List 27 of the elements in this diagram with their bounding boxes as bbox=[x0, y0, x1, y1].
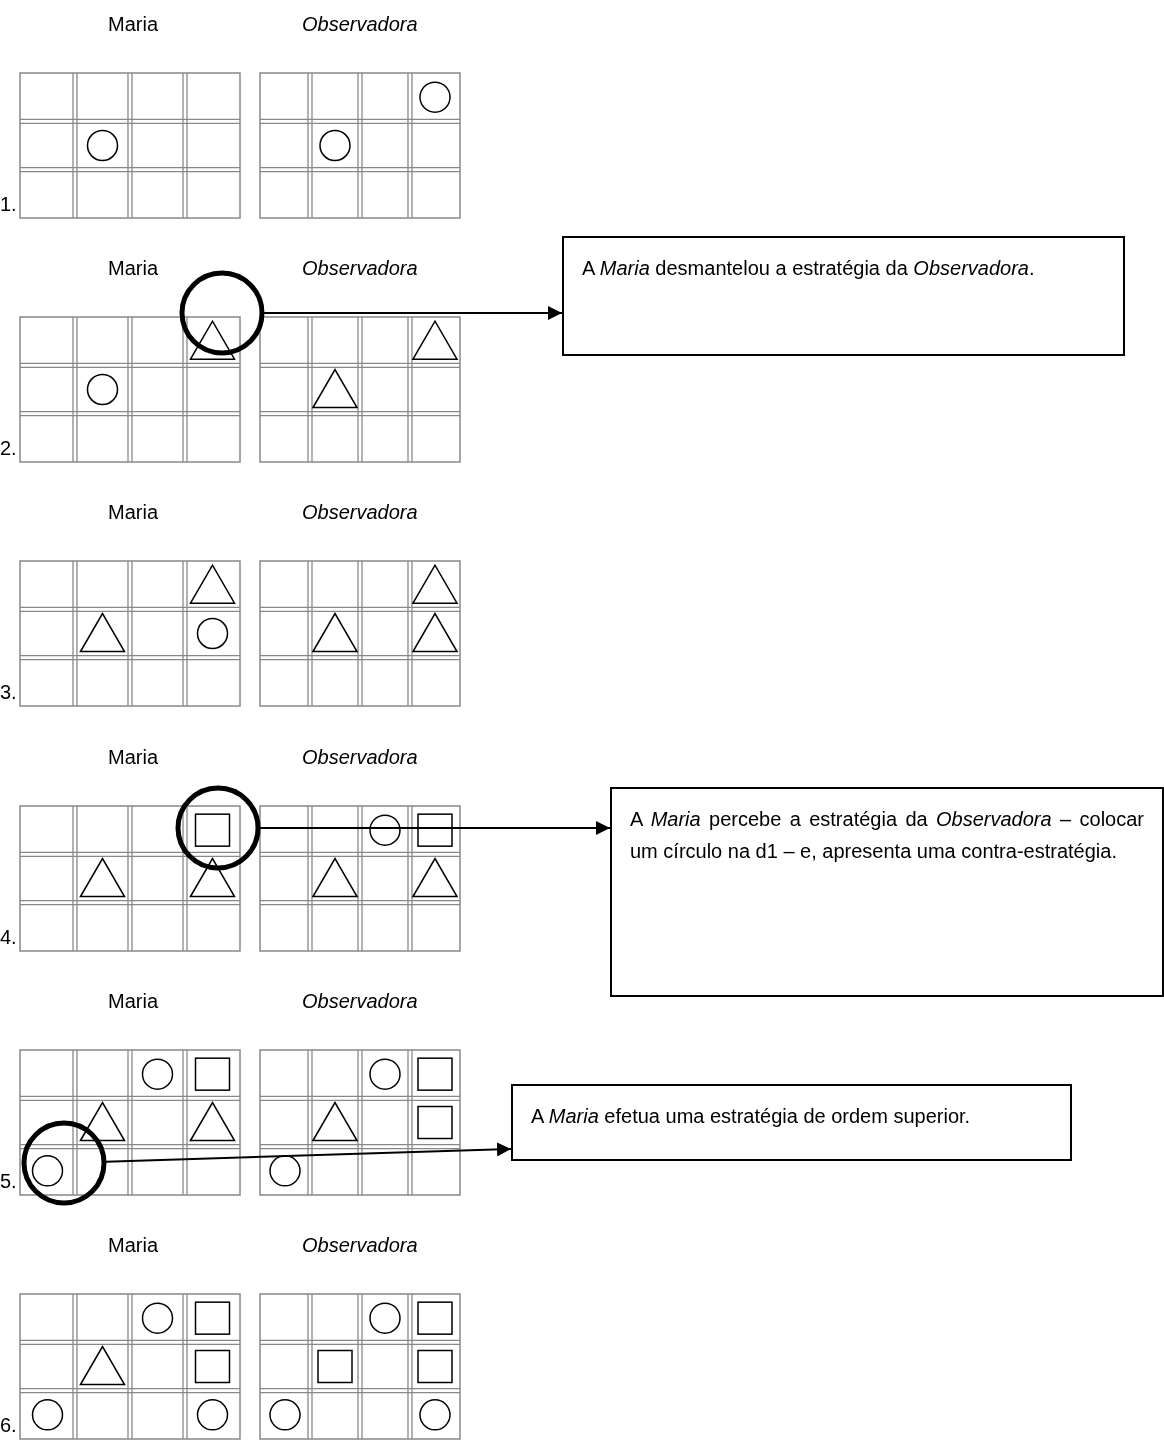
player-name: Maria bbox=[108, 1234, 158, 1257]
player-name: Maria bbox=[108, 989, 158, 1013]
player-name: Observadora bbox=[302, 501, 418, 525]
player-name: Maria bbox=[108, 13, 158, 36]
move-number: 4. bbox=[0, 925, 17, 949]
arrow bbox=[263, 306, 563, 320]
player-name: Observadora bbox=[302, 257, 418, 281]
move-number: 3. bbox=[0, 681, 17, 705]
highlight-circle bbox=[20, 1119, 108, 1207]
player-name: Observadora bbox=[302, 1234, 418, 1257]
comment-box: A Maria desmantelou a estratégia da Observadora. bbox=[562, 236, 1125, 356]
player-name: Maria bbox=[108, 501, 158, 525]
player-name: Maria bbox=[108, 257, 158, 281]
player-name: Observadora bbox=[302, 13, 418, 36]
comment-box: A Maria efetua uma estratégia de ordem superior. bbox=[511, 1084, 1072, 1161]
move-number: 2. bbox=[0, 437, 17, 461]
player-name: Observadora bbox=[302, 745, 418, 769]
comment-box: A Maria percebe a estratégia da Observadora – colocar um círculo na d1 – e, apresenta uma contra-estratégia. bbox=[610, 787, 1164, 997]
highlight-circle bbox=[178, 269, 266, 357]
player-name: Maria bbox=[108, 745, 158, 769]
highlight-circle bbox=[174, 784, 262, 872]
move-number: 1. bbox=[0, 193, 17, 216]
move-number: 5. bbox=[0, 1169, 17, 1193]
arrow bbox=[105, 1142, 512, 1163]
arrow bbox=[259, 821, 611, 835]
move-number: 6. bbox=[0, 1414, 17, 1437]
player-name: Observadora bbox=[302, 989, 418, 1013]
